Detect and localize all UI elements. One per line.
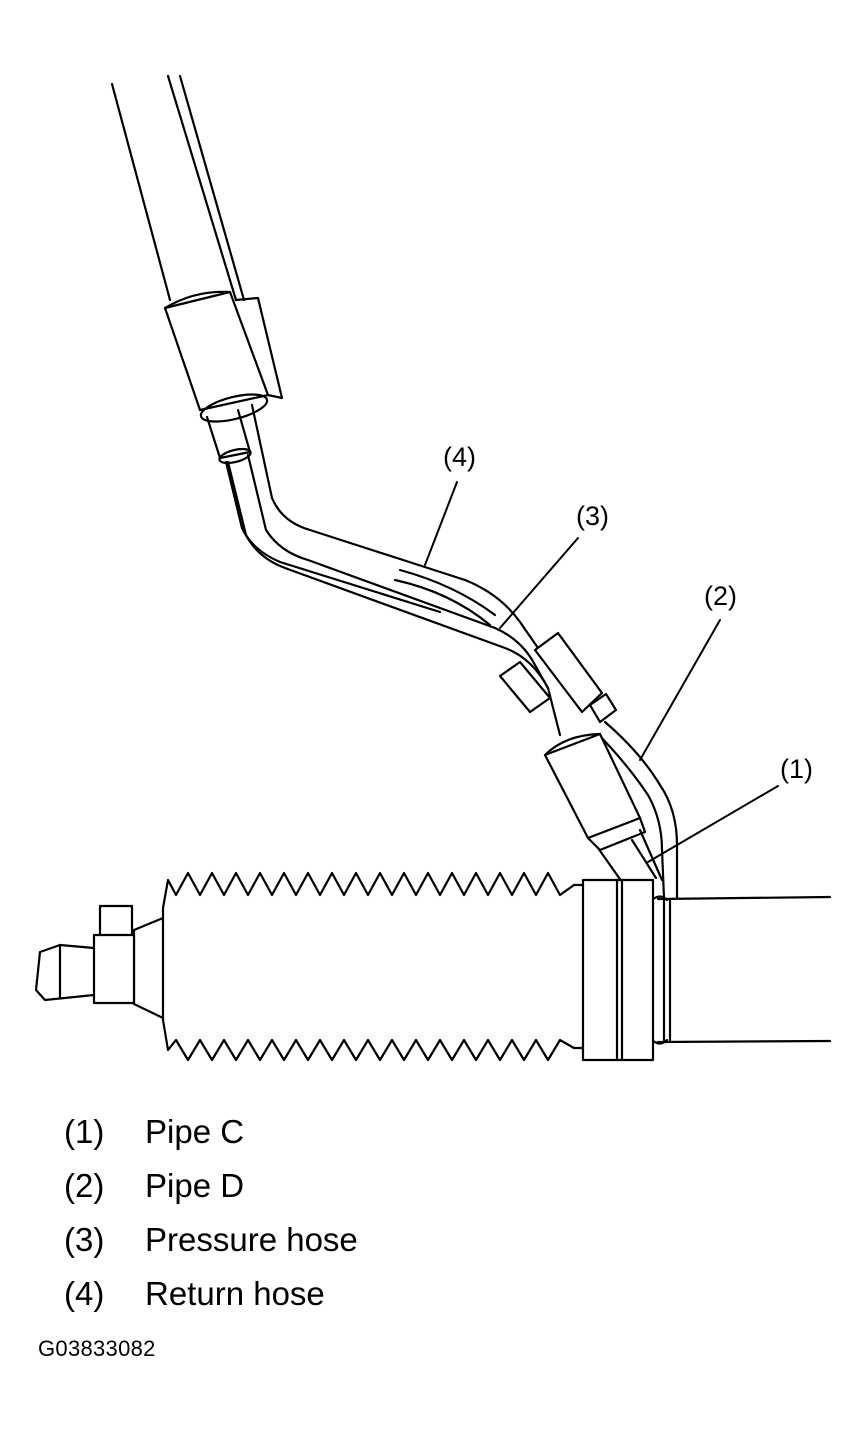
callout-1: (1) — [780, 754, 813, 784]
legend-label: Pressure hose — [145, 1221, 358, 1258]
pipe-d — [596, 720, 679, 900]
legend-number: (3) — [64, 1221, 105, 1258]
steering-hose-diagram: (4) (3) (2) (1) — [34, 74, 832, 1062]
legend-label: Pipe D — [145, 1167, 245, 1204]
tie-rod-end — [34, 904, 136, 1005]
pressure-hose — [226, 453, 562, 737]
pipe-c-nut — [543, 732, 647, 852]
legend-number: (4) — [64, 1275, 105, 1312]
callout-2: (2) — [704, 581, 737, 611]
boot-clamp — [581, 878, 655, 1062]
legend-number: (1) — [64, 1113, 105, 1150]
pipe-c — [596, 828, 664, 884]
leader-1 — [647, 785, 779, 863]
figure-code: G03833082 — [38, 1336, 156, 1361]
leader-3 — [499, 537, 579, 629]
hose-fitting-lower — [498, 631, 618, 724]
upper-hose-bundle — [110, 74, 246, 302]
rack-boot-bellows — [132, 871, 585, 1062]
return-hose — [224, 403, 540, 650]
legend-label: Return hose — [145, 1275, 325, 1312]
hose-fitting-upper — [163, 290, 284, 465]
legend-label: Pipe C — [145, 1113, 245, 1150]
callout-3: (3) — [576, 501, 609, 531]
callout-leaders — [424, 481, 779, 863]
callout-4: (4) — [443, 442, 476, 472]
leader-2 — [639, 619, 721, 761]
leader-4 — [424, 481, 458, 566]
gearbox-housing — [650, 895, 832, 1045]
legend-number: (2) — [64, 1167, 105, 1204]
